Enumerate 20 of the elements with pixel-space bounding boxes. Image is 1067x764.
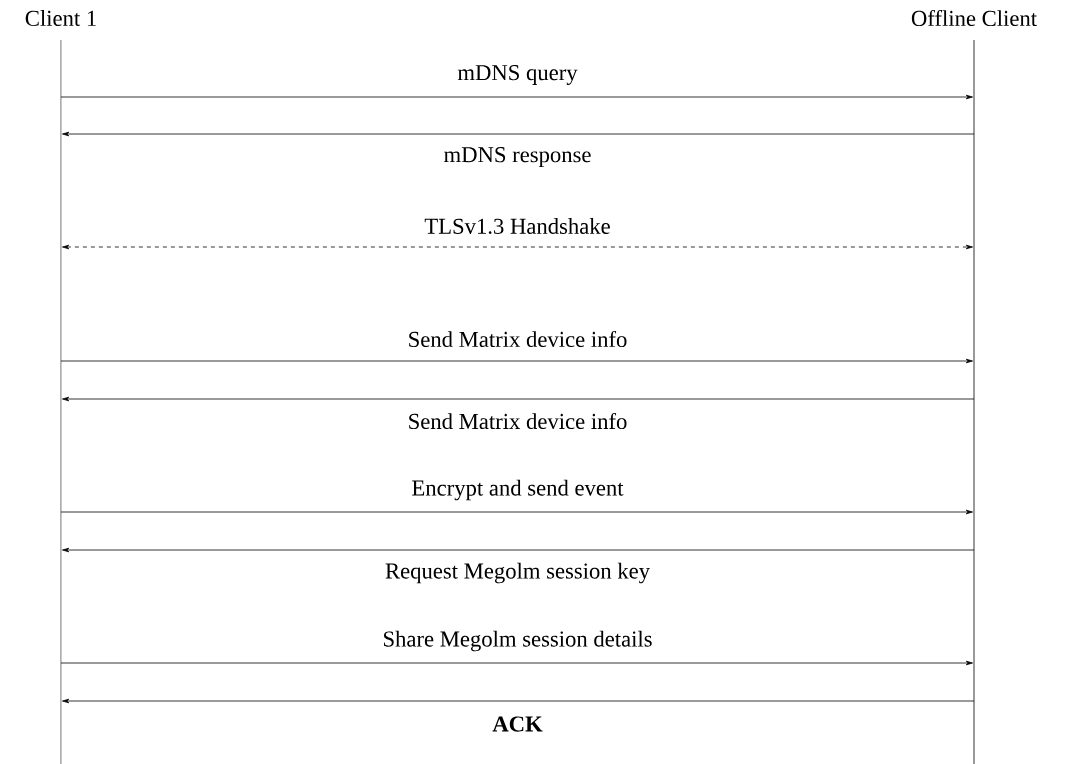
- edge-label: Send Matrix device info: [406, 329, 629, 349]
- edge-label: TLSv1.3 Handshake: [423, 216, 612, 236]
- arrow: [62, 396, 975, 402]
- edge-label: Send Matrix device info: [406, 411, 629, 431]
- arrow: [62, 547, 975, 553]
- arrow: [60, 358, 973, 364]
- arrow: [60, 509, 973, 515]
- edge-label: Request Megolm session key: [383, 561, 652, 585]
- arrow: [62, 698, 975, 704]
- participant-label: Client 1: [25, 10, 96, 26]
- arrow: [60, 660, 973, 666]
- edge-label: Encrypt and send event: [410, 478, 625, 502]
- edge-label: Share Megolm session details: [381, 629, 654, 653]
- edge-label: ACK: [491, 715, 545, 733]
- arrow: [60, 94, 973, 100]
- arrow: [62, 131, 975, 137]
- participant-label: Offline Client: [911, 9, 1037, 27]
- arrow: [62, 244, 973, 250]
- edge-label: mDNS response: [442, 145, 593, 169]
- edge-label: mDNS query: [456, 63, 579, 87]
